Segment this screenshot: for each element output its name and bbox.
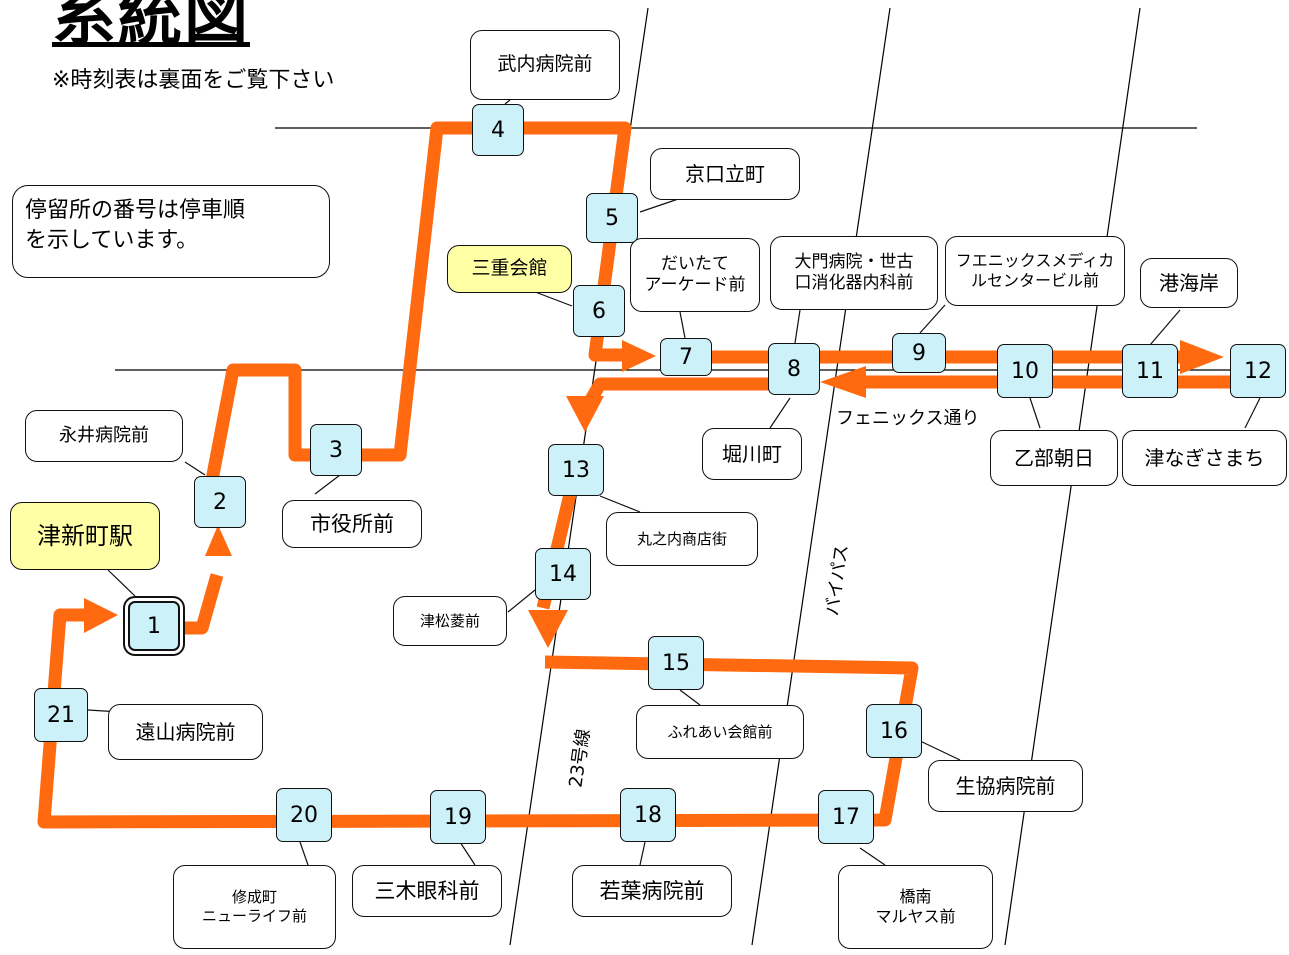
pointer-4 bbox=[504, 99, 511, 105]
callout-stop-11: 港海岸 bbox=[1140, 258, 1238, 308]
pointer-9 bbox=[919, 304, 946, 334]
callout-stop-17: 橋南 マルヤス前 bbox=[838, 865, 993, 949]
stop-6[interactable]: 6 bbox=[573, 285, 625, 337]
pointer-17 bbox=[859, 847, 886, 866]
stop-5[interactable]: 5 bbox=[586, 193, 638, 243]
pointer-18 bbox=[639, 841, 646, 866]
callout-stop-1: 津新町駅 bbox=[10, 502, 160, 570]
callout-stop-14: 津松菱前 bbox=[393, 596, 507, 646]
stop-7[interactable]: 7 bbox=[660, 338, 712, 376]
stop-11[interactable]: 11 bbox=[1122, 344, 1178, 398]
pointer-20 bbox=[299, 841, 309, 866]
stop-10[interactable]: 10 bbox=[997, 344, 1053, 398]
pointer-15 bbox=[679, 689, 701, 706]
page-subtitle: ※時刻表は裏面をご覧下さい bbox=[52, 68, 335, 93]
stop-19[interactable]: 19 bbox=[430, 790, 486, 844]
stop-13[interactable]: 13 bbox=[548, 444, 604, 496]
pointer-12 bbox=[1244, 397, 1261, 429]
callout-stop-3: 市役所前 bbox=[282, 500, 422, 548]
stop-18[interactable]: 18 bbox=[620, 788, 676, 842]
stop-2[interactable]: 2 bbox=[194, 476, 246, 528]
stop-3[interactable]: 3 bbox=[310, 424, 362, 476]
arrow-1-to-2 bbox=[205, 525, 232, 556]
callout-stop-5: 京口立町 bbox=[650, 148, 800, 200]
stop-4[interactable]: 4 bbox=[472, 104, 524, 156]
pointer-10 bbox=[1029, 397, 1041, 429]
arrow-return-west bbox=[820, 366, 866, 398]
pointer-8-horikawa bbox=[769, 397, 791, 429]
pointer-3 bbox=[314, 474, 341, 495]
stop-9[interactable]: 9 bbox=[892, 333, 946, 373]
pointer-7 bbox=[679, 311, 686, 339]
route-segment-2-to-6 bbox=[205, 121, 640, 482]
callout-stop-21: 遠山病院前 bbox=[108, 704, 263, 760]
stop-8[interactable]: 8 bbox=[768, 343, 820, 395]
pointer-13 bbox=[599, 495, 641, 513]
callout-stop-15: ふれあい会館前 bbox=[636, 705, 804, 759]
pointer-8 bbox=[794, 309, 801, 344]
stop-21[interactable]: 21 bbox=[34, 688, 88, 742]
pointer-11 bbox=[1149, 309, 1181, 346]
callout-stop-6: 三重会館 bbox=[447, 245, 572, 293]
page-title: 系統図 bbox=[52, 0, 250, 55]
arrow-6-to-7 bbox=[622, 340, 656, 372]
pointer-1 bbox=[107, 569, 136, 597]
arrow-11-to-12 bbox=[1180, 340, 1224, 374]
route-segment-return-west bbox=[579, 377, 790, 414]
pointer-2 bbox=[184, 461, 206, 476]
pointer-16 bbox=[917, 739, 961, 761]
stop-16[interactable]: 16 bbox=[866, 704, 922, 758]
stop-15[interactable]: 15 bbox=[648, 636, 704, 690]
callout-stop-16: 生協病院前 bbox=[928, 760, 1083, 812]
road-bypass bbox=[751, 7, 891, 946]
callout-stop-2: 永井病院前 bbox=[25, 410, 183, 462]
route-arrows bbox=[84, 340, 1224, 648]
callout-stop-13: 丸之内商店街 bbox=[606, 512, 758, 566]
stop-order-note: 停留所の番号は停車順 を示しています。 bbox=[12, 185, 330, 278]
callout-stop-9: フエニックスメディカ ルセンタービル前 bbox=[945, 236, 1125, 306]
stop-12[interactable]: 12 bbox=[1230, 344, 1286, 398]
arrow-14-to-15 bbox=[528, 610, 568, 648]
stop-17[interactable]: 17 bbox=[818, 790, 874, 844]
road-label-phoenix: フェニックス通り bbox=[836, 408, 980, 429]
pointer-19 bbox=[459, 841, 476, 866]
callout-stop-18: 若葉病院前 bbox=[572, 865, 732, 917]
callout-stop-10: 乙部朝日 bbox=[990, 430, 1118, 486]
callout-stop-19: 三木眼科前 bbox=[352, 865, 502, 917]
pointer-14 bbox=[507, 589, 536, 613]
stop-14[interactable]: 14 bbox=[535, 548, 591, 600]
stop-20[interactable]: 20 bbox=[276, 788, 332, 842]
arrow-21-to-1 bbox=[84, 598, 118, 633]
arrow-to-13 bbox=[566, 396, 604, 432]
callout-stop-7: だいたて アーケード前 bbox=[630, 238, 760, 312]
stop-1[interactable]: 1 bbox=[128, 601, 180, 651]
callout-horikawa: 堀川町 bbox=[702, 428, 802, 480]
callout-stop-12: 津なぎさまち bbox=[1122, 430, 1287, 486]
callout-stop-20: 修成町 ニューライフ前 bbox=[173, 865, 336, 949]
callout-stop-8: 大門病院・世古 口消化器内科前 bbox=[770, 236, 938, 310]
callout-stop-4: 武内病院前 bbox=[470, 30, 620, 100]
